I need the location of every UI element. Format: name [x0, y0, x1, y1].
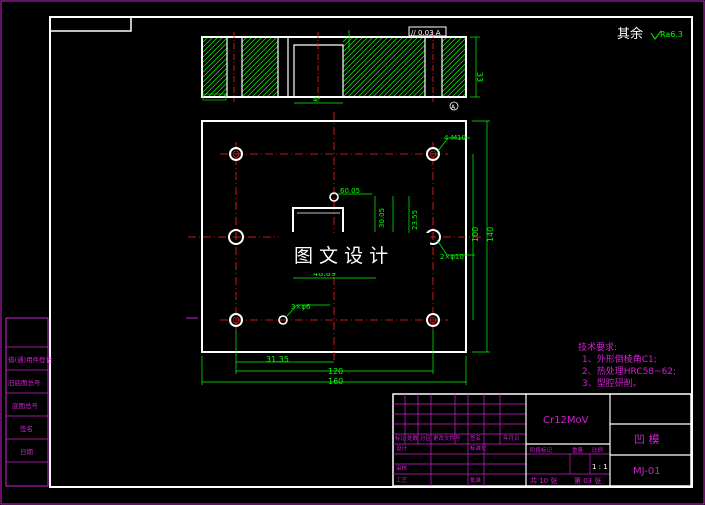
watermark: 图 文 设 计 — [294, 245, 388, 267]
dim-hole-callout: 4-M10 — [444, 134, 466, 142]
tb-role-1: 设计 — [396, 444, 408, 452]
small-hole-bottom — [278, 315, 288, 325]
tb-stage-1: 阶段标记 — [530, 446, 553, 454]
drawing-frame — [49, 16, 693, 488]
tb-drawing-no: MJ-01 — [633, 466, 661, 477]
title-block: 标记 处数 分区 更改文件号 签名 年月日 设计 标准化 审核 工艺 批准 阶段… — [392, 393, 692, 487]
tolerance-frame — [408, 26, 447, 37]
tb-stage-3: 比例 — [592, 446, 604, 454]
side-label-5: 日期 — [20, 448, 34, 456]
hole-bl — [229, 313, 243, 327]
small-holes — [278, 192, 339, 325]
dim-dowel-callout: 2×φ10 — [440, 253, 464, 261]
tb-role-3: 审核 — [396, 464, 408, 472]
side-label-4: 签名 — [20, 424, 33, 433]
tb-header-4: 更改文件号 — [433, 434, 461, 442]
datum-label: A — [451, 104, 456, 111]
plan-view: 4-M10 2×φ10 3×φ6 60.05 30.05 23.55 48.89… — [186, 112, 495, 386]
small-hole-top — [329, 192, 339, 202]
tolerance-text: // 0.03 A — [411, 29, 441, 37]
tb-header-1: 标记 — [395, 434, 407, 442]
threaded-holes — [229, 147, 440, 327]
dim-inner-h: 100 — [471, 227, 480, 242]
dim-v2: 23.55 — [411, 210, 419, 230]
dim-small-hole-callout: 3×φ6 — [291, 303, 311, 311]
cavity-outline — [292, 207, 344, 232]
hole-tl — [229, 147, 243, 161]
hole-tr — [426, 147, 440, 161]
section-hatch — [203, 38, 465, 96]
tb-scale: 1 : 1 — [592, 463, 608, 471]
tb-sheet-total: 共 10 张 — [530, 476, 557, 485]
tb-header-2: 处数 — [407, 434, 419, 442]
tb-header-6: 年月日 — [503, 434, 520, 442]
tech-requirements: 技术要求: 1、外形倒棱角C1; 2、热处理HRC58~62; 3、型腔研削。 — [578, 341, 676, 389]
tb-material: Cr12MoV — [543, 415, 589, 426]
hole-br — [426, 313, 440, 327]
corner-roughness: Ra6.3 — [660, 30, 683, 39]
tech-item-3: 3、型腔研削。 — [582, 377, 642, 389]
dim-bottom-small: 31.35 — [266, 355, 289, 364]
code-box — [50, 17, 132, 32]
roughness-symbol-icon — [650, 30, 662, 40]
dim-width-opening: 48.89 — [313, 269, 336, 278]
side-label-1: 借(通)用件登记 — [8, 355, 53, 364]
section-height-dim: 33 — [475, 72, 484, 82]
tech-item-2: 2、热处理HRC58~62; — [582, 365, 676, 377]
tb-sheet-no: 第 03 张 — [574, 476, 601, 485]
tech-title: 技术要求: — [578, 341, 617, 353]
tb-role-4: 工艺 — [396, 477, 408, 484]
section-view: // 0.03 A 33 4° A — [201, 26, 484, 111]
tech-item-1: 1、外形倒棱角C1; — [582, 353, 657, 365]
section-outline — [201, 36, 467, 98]
side-label-3: 底图总号 — [12, 401, 39, 410]
section-angle-dim: 4° — [313, 96, 321, 104]
tb-header-3: 分区 — [420, 434, 432, 442]
tb-part-name: 凹 模 — [634, 433, 660, 446]
tb-header-5: 签名 — [470, 434, 481, 442]
dim-outer-w: 160 — [328, 377, 343, 386]
dim-inner-w: 120 — [328, 367, 343, 376]
dim-outer-h: 140 — [486, 227, 495, 242]
corner-note: 其余 — [617, 26, 643, 42]
side-label-2: 旧底图总号 — [8, 378, 41, 387]
side-strip: 借(通)用件登记 旧底图总号 底图总号 签名 日期 — [5, 317, 53, 487]
tb-stage-2: 重量 — [572, 446, 584, 454]
watermark-box — [279, 233, 430, 273]
datum-circle — [449, 101, 459, 111]
dowel-left — [228, 229, 244, 245]
tb-role-5: 批准 — [470, 476, 482, 484]
dim-v1: 30.05 — [378, 208, 386, 228]
tb-role-2: 标准化 — [470, 444, 487, 452]
dim-left: 60.05 — [340, 187, 360, 195]
